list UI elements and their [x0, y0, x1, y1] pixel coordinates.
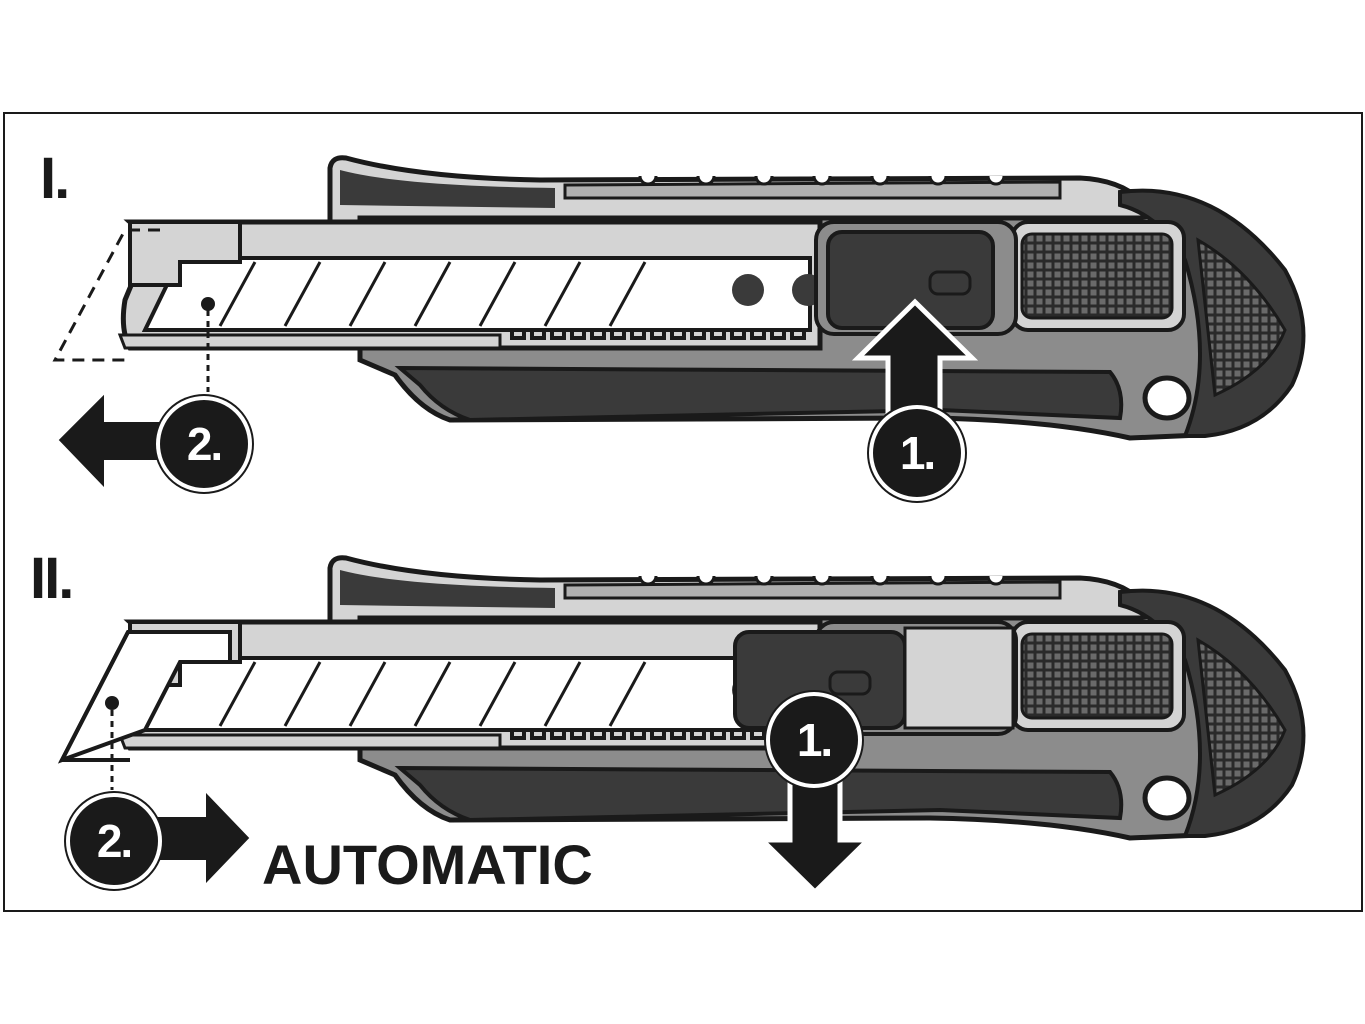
automatic-caption: AUTOMATIC: [262, 833, 593, 896]
step-one-result-badge: 2.: [156, 396, 252, 492]
step-one-knife: [120, 158, 1303, 438]
step-two-knife: [57, 558, 1303, 838]
step-two-result-badge: 2.: [66, 793, 162, 889]
blade-marker: [201, 297, 215, 311]
arrow-right-icon: [148, 783, 255, 893]
step-two-label: II.: [30, 546, 74, 611]
step-one-label: I.: [40, 146, 70, 211]
step-two-action-badge: 1.: [766, 692, 862, 788]
blade-marker-2: [105, 696, 119, 710]
step-one-action-badge: 1.: [869, 405, 965, 501]
arrow-left-icon: [53, 385, 172, 497]
extended-blade-outline: [52, 228, 160, 362]
